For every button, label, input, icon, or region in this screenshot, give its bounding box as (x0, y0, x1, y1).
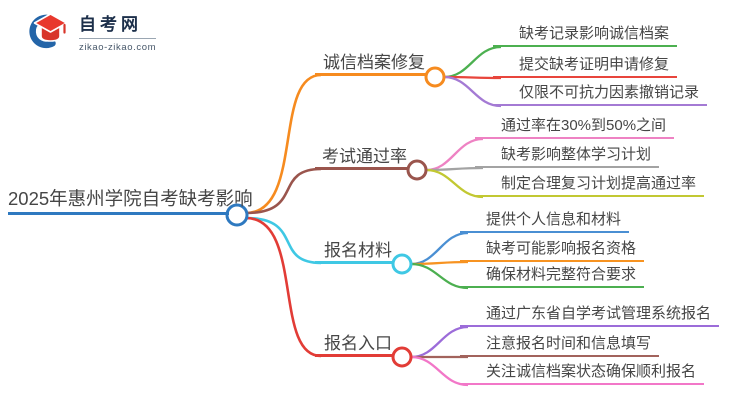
branch-node-circle (391, 346, 413, 368)
root-node-circle (225, 203, 249, 227)
branch-node-circle (424, 66, 446, 88)
logo-divider (79, 38, 157, 39)
branch-label: 报名入口 (315, 334, 394, 357)
branch-curve (245, 73, 322, 215)
subtopic-label: 通过率在30%到50%之间 (475, 116, 675, 139)
branch-label: 诚信档案修复 (315, 53, 427, 76)
site-logo: 自考网 zikao-zikao.com (28, 10, 157, 53)
branch-curve (245, 216, 322, 358)
subtopic-label: 缺考影响整体学习计划 (475, 145, 660, 168)
branch-node-circle (406, 159, 428, 181)
branch-node-circle (391, 253, 413, 275)
logo-text: 自考网 zikao-zikao.com (79, 10, 157, 53)
branch-curve (245, 167, 322, 215)
subtopic-label: 仅限不可抗力因素撤销记录 (493, 83, 708, 106)
subtopic-label: 通过广东省自学考试管理系统报名 (460, 304, 720, 327)
branch-label: 报名材料 (315, 241, 394, 264)
subtopic-label: 制定合理复习计划提高通过率 (475, 174, 705, 197)
logo-title: 自考网 (79, 15, 142, 34)
graduation-cap-icon (29, 13, 68, 49)
branch-label: 考试通过率 (315, 147, 409, 170)
mindmap-root-label: 2025年惠州学院自考缺考影响 (8, 187, 253, 215)
branch-curve (245, 216, 322, 265)
subtopic-label: 确保材料完整符合要求 (460, 265, 645, 288)
subtopic-label: 缺考可能影响报名资格 (460, 239, 645, 262)
subtopic-label: 提交缺考证明申请修复 (493, 55, 678, 78)
subtopic-label: 提供个人信息和材料 (460, 210, 630, 233)
subtopic-label: 缺考记录影响诚信档案 (493, 24, 678, 47)
subtopic-label: 关注诚信档案状态确保顺利报名 (460, 362, 705, 385)
logo-domain: zikao-zikao.com (79, 42, 157, 53)
subtopic-label: 注意报名时间和信息填写 (460, 334, 660, 357)
